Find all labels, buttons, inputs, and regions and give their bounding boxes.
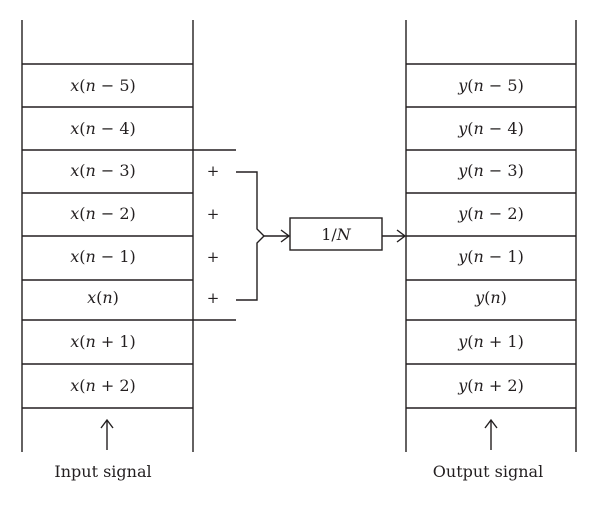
plus-sign: +	[207, 205, 220, 223]
input-signal-caption: Input signal	[54, 462, 151, 481]
input-cell-label: x(n + 2)	[70, 376, 136, 395]
scale-box-label: 1/N	[321, 225, 352, 244]
input-cell-label: x(n − 1)	[70, 247, 136, 266]
output-cell-label: y(n − 5)	[457, 76, 524, 95]
input-column: x(n − 5) x(n − 4) x(n − 3) x(n − 2) x(n − 1)…	[21, 20, 194, 452]
plus-sign: +	[207, 289, 220, 307]
output-cell-label: y(n − 2)	[457, 204, 524, 223]
input-cell-label: x(n)	[87, 288, 119, 307]
output-signal-caption: Output signal	[433, 462, 543, 481]
output-cell-label: y(n + 1)	[457, 332, 524, 351]
output-cell-label: y(n − 4)	[457, 119, 524, 138]
plus-sign: +	[207, 162, 220, 180]
output-cell-label: y(n − 3)	[457, 161, 524, 180]
scale-box: 1/N	[289, 217, 383, 251]
input-cell-label: x(n − 3)	[70, 161, 136, 180]
right-arrow-icon	[264, 229, 291, 243]
output-cell-label: y(n + 2)	[457, 376, 524, 395]
up-arrow-icon	[100, 418, 114, 450]
input-cell-label: x(n − 4)	[70, 119, 136, 138]
up-arrow-icon	[484, 418, 498, 450]
output-cell-label: y(n)	[474, 288, 507, 307]
input-cell-label: x(n − 5)	[70, 76, 136, 95]
input-cell-label: x(n + 1)	[70, 332, 136, 351]
plus-signs: + + + +	[207, 162, 220, 307]
right-arrow-icon	[382, 229, 407, 243]
right-brace-icon	[236, 171, 265, 301]
output-column: y(n − 5) y(n − 4) y(n − 3) y(n − 2) y(n − 1)…	[405, 20, 577, 452]
plus-sign: +	[207, 248, 220, 266]
input-cell-label: x(n − 2)	[70, 204, 136, 223]
output-cell-label: y(n − 1)	[457, 247, 524, 266]
